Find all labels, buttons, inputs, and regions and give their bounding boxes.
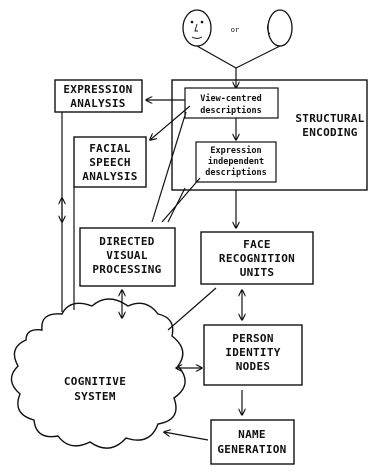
svg-text:SYSTEM: SYSTEM xyxy=(74,390,116,403)
directed-visual-processing-box: DIRECTED VISUAL PROCESSING xyxy=(79,227,176,287)
svg-text:UNITS: UNITS xyxy=(240,266,275,279)
view-centred-descriptions-box: View-centred descriptions xyxy=(184,87,279,119)
structural-to-directed-line xyxy=(167,187,186,223)
svg-text:STRUCTURAL: STRUCTURAL xyxy=(295,112,364,125)
svg-text:FACIAL: FACIAL xyxy=(89,142,131,155)
svg-text:VISUAL: VISUAL xyxy=(106,249,148,262)
face-input-line-right xyxy=(235,45,281,69)
fru-to-cs-line xyxy=(167,287,217,331)
svg-text:PROCESSING: PROCESSING xyxy=(92,263,161,276)
face-input-line-left xyxy=(196,45,237,69)
cognitive-system-cloud: COGNITIVE SYSTEM xyxy=(10,298,186,449)
svg-text:IDENTITY: IDENTITY xyxy=(225,346,280,359)
svg-text:ENCODING: ENCODING xyxy=(302,126,357,139)
svg-text:DIRECTED: DIRECTED xyxy=(99,235,154,248)
face-icon-left xyxy=(182,9,212,47)
svg-text:independent: independent xyxy=(208,156,264,167)
svg-text:ANALYSIS: ANALYSIS xyxy=(82,170,137,183)
svg-text:NAME: NAME xyxy=(238,428,266,441)
structural-encoding-box: STRUCTURAL ENCODING xyxy=(171,79,368,191)
expression-independent-descriptions-box: Expression independent descriptions xyxy=(195,141,277,183)
svg-text:SPEECH: SPEECH xyxy=(89,156,131,169)
face-recognition-units-box: FACE RECOGNITION UNITS xyxy=(200,231,314,285)
or-label: or xyxy=(231,26,239,34)
svg-text:PERSON: PERSON xyxy=(232,332,274,345)
expression-analysis-box: EXPRESSION ANALYSIS xyxy=(54,79,143,113)
svg-text:EXPRESSION: EXPRESSION xyxy=(63,83,132,96)
name-generation-box: NAME GENERATION xyxy=(210,419,295,465)
facial-speech-analysis-box: FACIAL SPEECH ANALYSIS xyxy=(73,136,147,188)
face-icon-right xyxy=(266,9,293,47)
person-identity-nodes-box: PERSON IDENTITY NODES xyxy=(203,324,303,386)
svg-text:RECOGNITION: RECOGNITION xyxy=(219,252,295,265)
structural-to-facial-speech-arrow xyxy=(150,105,191,140)
svg-text:Expression: Expression xyxy=(210,145,261,156)
svg-text:ANALYSIS: ANALYSIS xyxy=(70,97,125,110)
svg-text:NODES: NODES xyxy=(236,360,271,373)
svg-text:GENERATION: GENERATION xyxy=(217,443,286,456)
svg-text:FACE: FACE xyxy=(243,238,271,251)
name-to-cs-arrow xyxy=(164,432,209,441)
svg-text:COGNITIVE: COGNITIVE xyxy=(64,375,126,388)
view-to-directed-line xyxy=(151,111,187,223)
expr-indep-to-directed-line xyxy=(161,177,201,223)
svg-text:View-centred: View-centred xyxy=(200,93,261,104)
svg-text:descriptions: descriptions xyxy=(205,167,266,178)
svg-text:descriptions: descriptions xyxy=(200,105,261,116)
